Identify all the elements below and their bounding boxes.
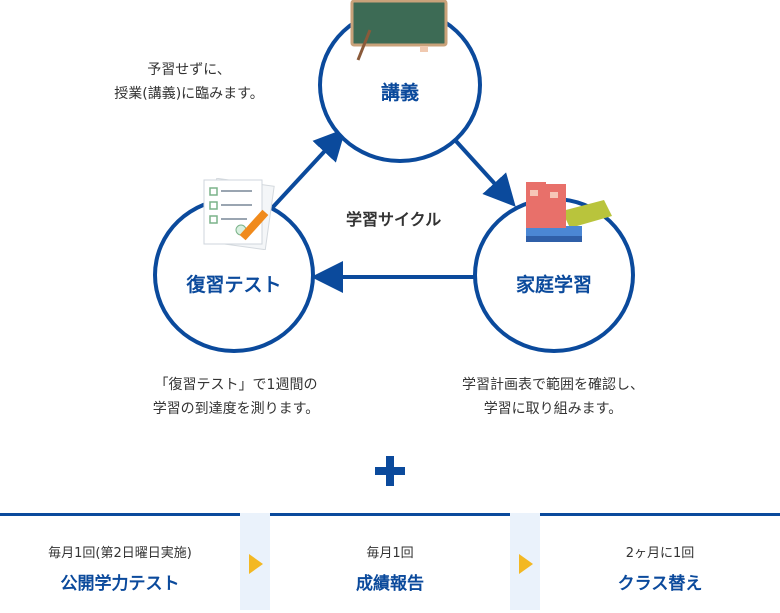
home-circle: 家庭学習 bbox=[473, 197, 635, 353]
blackboard-icon bbox=[350, 0, 448, 61]
home-note: 学習計画表で範囲を確認し、 学習に取り組みます。 bbox=[442, 373, 664, 421]
cycle-title: 学習サイクル bbox=[346, 210, 442, 229]
lecture-note-line-2: 授業(講義)に臨みます。 bbox=[114, 86, 264, 102]
cycle-arrows bbox=[271, 128, 516, 293]
step-class-change: 2ヶ月に1回 クラス替え bbox=[540, 513, 780, 610]
home-note-line-1: 学習計画表で範囲を確認し、 bbox=[462, 377, 644, 393]
review-circle: 復習テスト bbox=[153, 197, 315, 353]
step-mock-exam: 毎月1回(第2日曜日実施) 公開学力テスト bbox=[0, 513, 240, 610]
arrow-right-icon bbox=[519, 554, 533, 574]
step-report-frequency: 毎月1回 bbox=[366, 546, 414, 561]
review-note: 「復習テスト」で1週間の 学習の到達度を測ります。 bbox=[136, 373, 336, 421]
lecture-label: 講義 bbox=[380, 82, 419, 104]
lecture-note: 予習せずに、 授業(講義)に臨みます。 bbox=[104, 58, 274, 106]
step-class-change-title: クラス替え bbox=[617, 574, 703, 594]
step-report-title: 成績報告 bbox=[356, 574, 424, 594]
step-mock-exam-title: 公開学力テスト bbox=[60, 574, 180, 594]
home-note-line-2: 学習に取り組みます。 bbox=[483, 401, 623, 417]
step-mock-exam-frequency: 毎月1回(第2日曜日実施) bbox=[48, 546, 192, 561]
home-label: 家庭学習 bbox=[515, 274, 592, 296]
test-paper-icon bbox=[203, 178, 275, 250]
arrow-right-icon bbox=[249, 554, 263, 574]
arrow-lecture-to-home bbox=[453, 138, 516, 207]
step-class-change-frequency: 2ヶ月に1回 bbox=[625, 546, 695, 561]
review-note-line-1: 「復習テスト」で1週間の bbox=[154, 377, 318, 393]
step-report: 毎月1回 成績報告 bbox=[270, 513, 510, 610]
review-note-line-2: 学習の到達度を測ります。 bbox=[152, 401, 320, 417]
books-icon bbox=[526, 182, 612, 242]
arrow-review-to-lecture bbox=[271, 128, 346, 209]
review-label: 復習テスト bbox=[186, 274, 282, 296]
lecture-note-line-1: 予習せずに、 bbox=[147, 62, 231, 78]
plus-icon bbox=[375, 456, 405, 486]
